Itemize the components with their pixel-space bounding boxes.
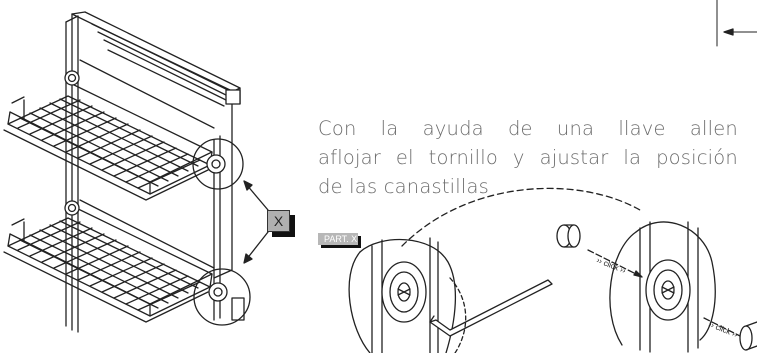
plug-cap-right [739,321,757,351]
instruction-line-1: Con la ayuda de una llave allen [318,117,738,140]
plug-cap [556,224,581,248]
callout-x-label: X [267,210,290,232]
detail-view-left [348,237,553,353]
detail-circle-top [192,138,244,190]
instruction-line-3: de las canastillas [318,175,490,198]
allen-key-icon [429,279,553,337]
instruction-line-2: aflojar el tornillo y ajustar la posició… [318,146,738,169]
detail-circle-bottom [193,268,251,326]
svg-text:›› click ››: ›› click ›› [707,320,739,340]
dimension-arrow [716,0,757,47]
callout-arrows [243,180,269,264]
svg-text:›› click ››: ›› click ›› [595,256,627,276]
detail-view-right [609,221,716,353]
top-basket [3,70,213,201]
bottom-basket [3,200,245,323]
detail-part-label: PART. X [318,233,358,245]
instruction-text: Con la ayuda de una llave allen aflojar … [318,114,738,201]
pull-out-basket-unit [3,11,251,333]
